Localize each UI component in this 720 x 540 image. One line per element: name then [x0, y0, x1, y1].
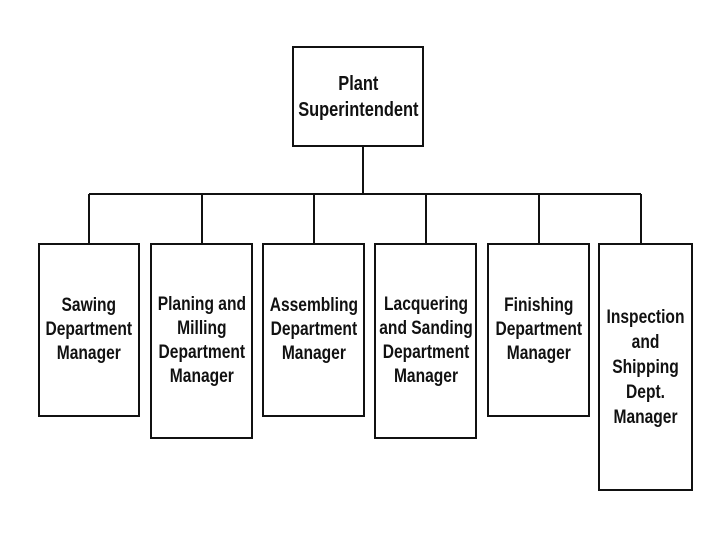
- box-title-line: Dept.: [626, 381, 665, 403]
- box-title-line: and Sanding: [378, 318, 473, 339]
- box-title-line: Manager: [281, 343, 346, 364]
- assembling-department-manager-box: Assembling Department Manager: [262, 243, 365, 417]
- box-title-line: Planing and: [157, 294, 246, 315]
- assembling-department-manager-label: Assembling Department Manager: [269, 294, 357, 366]
- finishing-department-manager-label: Finishing Department Manager: [495, 294, 582, 366]
- box-title-line: and: [631, 331, 660, 353]
- root-title-line: Plant: [337, 72, 379, 95]
- finishing-department-manager-box: Finishing Department Manager: [487, 243, 590, 417]
- box-title-line: Shipping: [612, 356, 679, 378]
- inspection-shipping-dept-manager-box: Inspection and Shipping Dept. Manager: [598, 243, 693, 491]
- box-title-line: Department: [495, 319, 582, 340]
- box-title-line: Manager: [393, 366, 458, 387]
- plant-superintendent-box: Plant Superintendent: [292, 46, 424, 147]
- box-title-line: Department: [382, 342, 469, 363]
- box-title-line: Manager: [56, 343, 122, 364]
- box-title-line: Finishing: [503, 295, 574, 316]
- plant-superintendent-label: Plant Superintendent: [298, 71, 418, 123]
- planing-milling-department-manager-label: Planing and Milling Department Manager: [157, 293, 245, 389]
- box-title-line: Milling: [176, 318, 227, 339]
- box-title-line: Sawing: [61, 295, 117, 316]
- box-title-line: Manager: [506, 343, 571, 364]
- box-title-line: Department: [45, 319, 133, 340]
- box-title-line: Department: [270, 319, 357, 340]
- planing-milling-department-manager-box: Planing and Milling Department Manager: [150, 243, 253, 439]
- sawing-department-manager-box: Sawing Department Manager: [38, 243, 140, 417]
- sawing-department-manager-label: Sawing Department Manager: [46, 294, 133, 366]
- box-title-line: Inspection: [606, 306, 685, 328]
- box-title-line: Manager: [169, 366, 234, 387]
- root-title-line: Superintendent: [297, 98, 419, 121]
- lacquering-sanding-department-manager-box: Lacquering and Sanding Department Manage…: [374, 243, 477, 439]
- inspection-shipping-dept-manager-label: Inspection and Shipping Dept. Manager: [607, 305, 685, 430]
- lacquering-sanding-department-manager-label: Lacquering and Sanding Department Manage…: [379, 293, 472, 389]
- box-title-line: Lacquering: [383, 294, 468, 315]
- box-title-line: Manager: [613, 406, 678, 428]
- box-title-line: Assembling: [269, 295, 358, 316]
- box-title-line: Department: [158, 342, 245, 363]
